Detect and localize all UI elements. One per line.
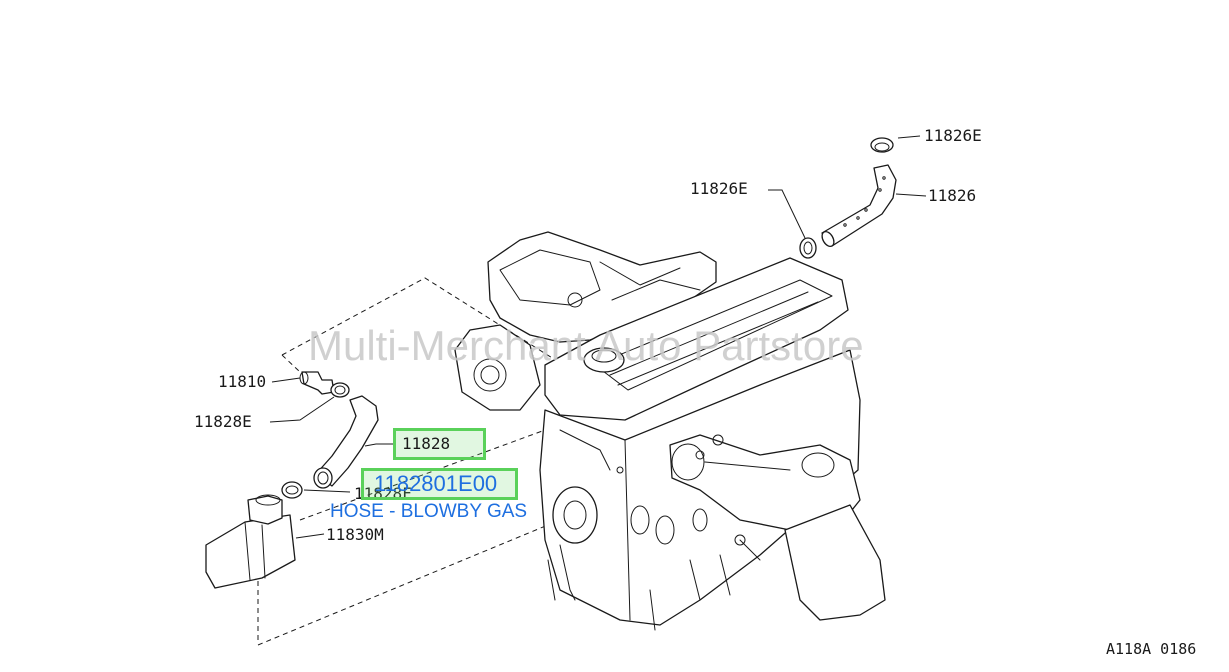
highlight-part-11828[interactable]: 11828 [393,428,486,460]
part-label-11830m[interactable]: 11830M [326,525,384,544]
part-label-11826[interactable]: 11826 [928,186,977,205]
clamp-11828e [330,382,350,398]
hose-11826 [821,164,897,248]
clamp-11828f [281,481,303,499]
part-label-11826e-top[interactable]: 11826E [924,126,982,145]
diagram-code: A118A 0186 [1106,640,1197,658]
engine-block [454,231,886,631]
part-label-11828e[interactable]: 11828E [194,412,252,431]
separator-tank-11830m [205,494,296,589]
highlight-part-number-full-label: 1182801E00 [374,471,498,496]
highlight-part-number-full[interactable]: 1182801E00 [361,468,518,500]
hose-11828-blowby [313,395,379,489]
highlight-part-11828-label: 11828 [402,434,451,453]
leader-lines [269,135,927,539]
clamp-11826e-top [870,137,894,153]
part-label-11826e-mid[interactable]: 11826E [690,179,748,198]
dashed-reference-lines [257,277,601,646]
connector-11810 [299,371,335,395]
clamp-11826e-mid [799,237,817,259]
part-label-11810[interactable]: 11810 [218,372,267,391]
part-description: HOSE - BLOWBY GAS [330,501,528,522]
